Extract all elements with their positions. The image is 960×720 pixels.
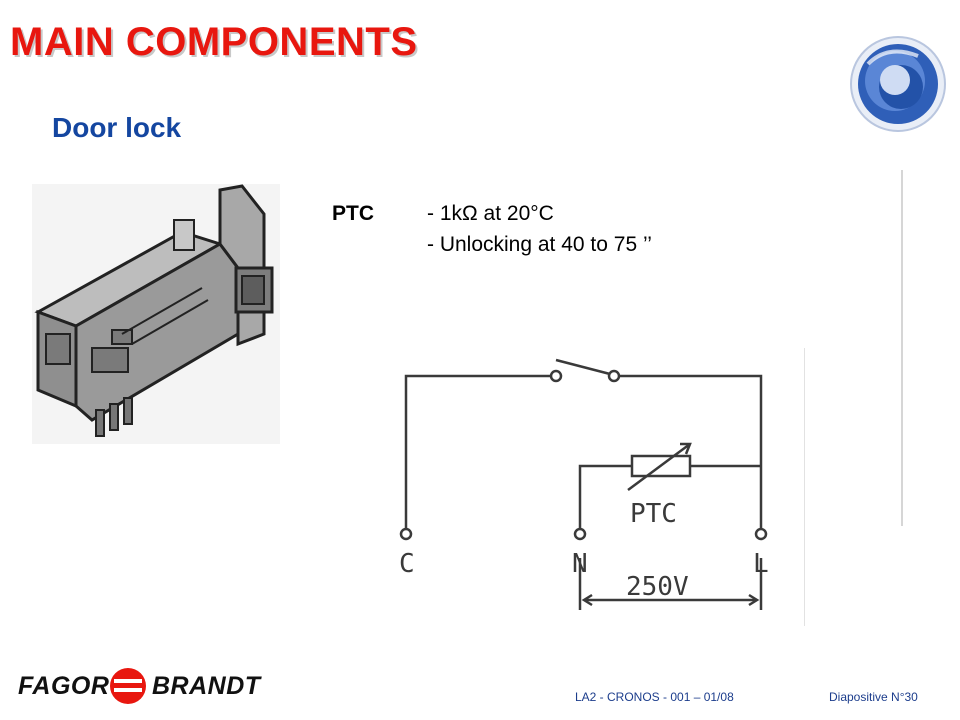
page-title: MAIN COMPONENTS	[10, 20, 418, 64]
footer-reference: LA2 - CRONOS - 001 – 01/08	[575, 690, 734, 704]
globe-icon	[850, 36, 946, 132]
voltage-label: 250V	[626, 572, 689, 602]
slide-number: Diapositive N°30	[829, 690, 918, 704]
spec-resistance: - 1kΩ at 20°C	[427, 202, 554, 225]
spec-unlocking: - Unlocking at 40 to 75 ’’	[427, 233, 652, 256]
terminal-l-label: L	[753, 549, 769, 579]
terminal-n-label: N	[572, 549, 588, 579]
ptc-resistor-label: PTC	[630, 499, 677, 529]
logo-brandt-text: BRANDT	[152, 672, 261, 700]
terminal-c-label: C	[399, 549, 415, 579]
fagor-brandt-logo	[110, 668, 146, 704]
circuit-diagram: C N L PTC 250V	[399, 358, 769, 610]
right-divider	[901, 170, 903, 526]
logo-fagor-text: FAGOR	[18, 672, 110, 700]
diagram-edge-line	[804, 348, 805, 626]
component-label: PTC	[332, 202, 374, 225]
door-lock-illustration	[32, 184, 280, 444]
section-subtitle: Door lock	[52, 112, 182, 143]
